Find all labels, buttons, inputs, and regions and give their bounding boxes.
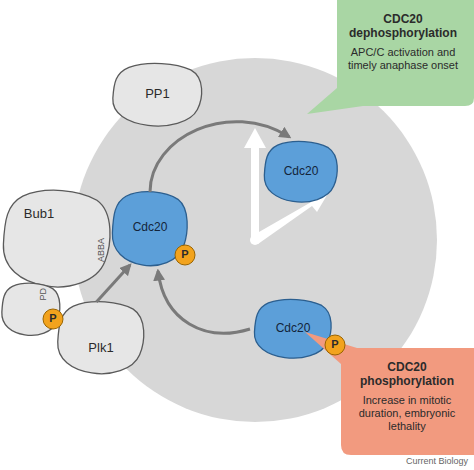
protein-blob: Bub1ABBA bbox=[0, 188, 114, 290]
node-text: CDC20 dephosphorylation bbox=[339, 12, 467, 41]
callout-box: CDC20 dephosphorylationAPC/C activation … bbox=[305, 0, 474, 115]
node-text: CDC20 phosphorylation bbox=[345, 360, 469, 389]
outline-path bbox=[58, 302, 144, 374]
node-text: P bbox=[42, 312, 64, 325]
phospho-circle: P bbox=[324, 334, 346, 356]
node-text: ABBA bbox=[96, 238, 107, 262]
outline-path bbox=[3, 190, 110, 287]
phospho-circle: P bbox=[42, 308, 64, 330]
cdc20-blob: Cdc20 bbox=[262, 140, 340, 204]
outline-path bbox=[43, 309, 63, 329]
clock-minute-hand bbox=[244, 128, 266, 240]
cdc20-blob: Cdc20P bbox=[110, 190, 190, 268]
node-text: Bub1 bbox=[14, 206, 64, 222]
journal-credit: Current Biology bbox=[406, 456, 468, 467]
node-text: Plk1 bbox=[55, 340, 147, 356]
node-text: PD bbox=[38, 288, 49, 301]
protein-blob: PD P bbox=[0, 282, 62, 337]
node-text: Increase in mitotic duration, embryonic … bbox=[345, 394, 469, 434]
node-text: Cdc20 bbox=[262, 164, 340, 178]
node-text: P bbox=[324, 338, 346, 351]
outline-path bbox=[305, 332, 474, 455]
flow-arrow bbox=[150, 122, 289, 192]
node-text: Cdc20 bbox=[110, 220, 190, 234]
outline-path bbox=[175, 245, 195, 265]
clock-center bbox=[250, 235, 260, 245]
node-text: P bbox=[174, 248, 196, 261]
protein-blob: Plk1 bbox=[55, 300, 147, 376]
node-text: APC/C activation and timely anaphase ons… bbox=[339, 46, 467, 72]
node-text: Cdc20 bbox=[252, 321, 334, 335]
flow-arrow bbox=[96, 265, 130, 302]
protein-blob: PP1 bbox=[110, 62, 205, 128]
outline-path bbox=[325, 335, 345, 355]
node-text: PP1 bbox=[110, 86, 205, 102]
node-outline bbox=[55, 300, 147, 376]
phospho-circle: P bbox=[174, 244, 196, 266]
outline-path bbox=[307, 0, 474, 114]
cdc20-blob: Cdc20P bbox=[252, 298, 334, 360]
flow-arrow bbox=[158, 271, 250, 333]
